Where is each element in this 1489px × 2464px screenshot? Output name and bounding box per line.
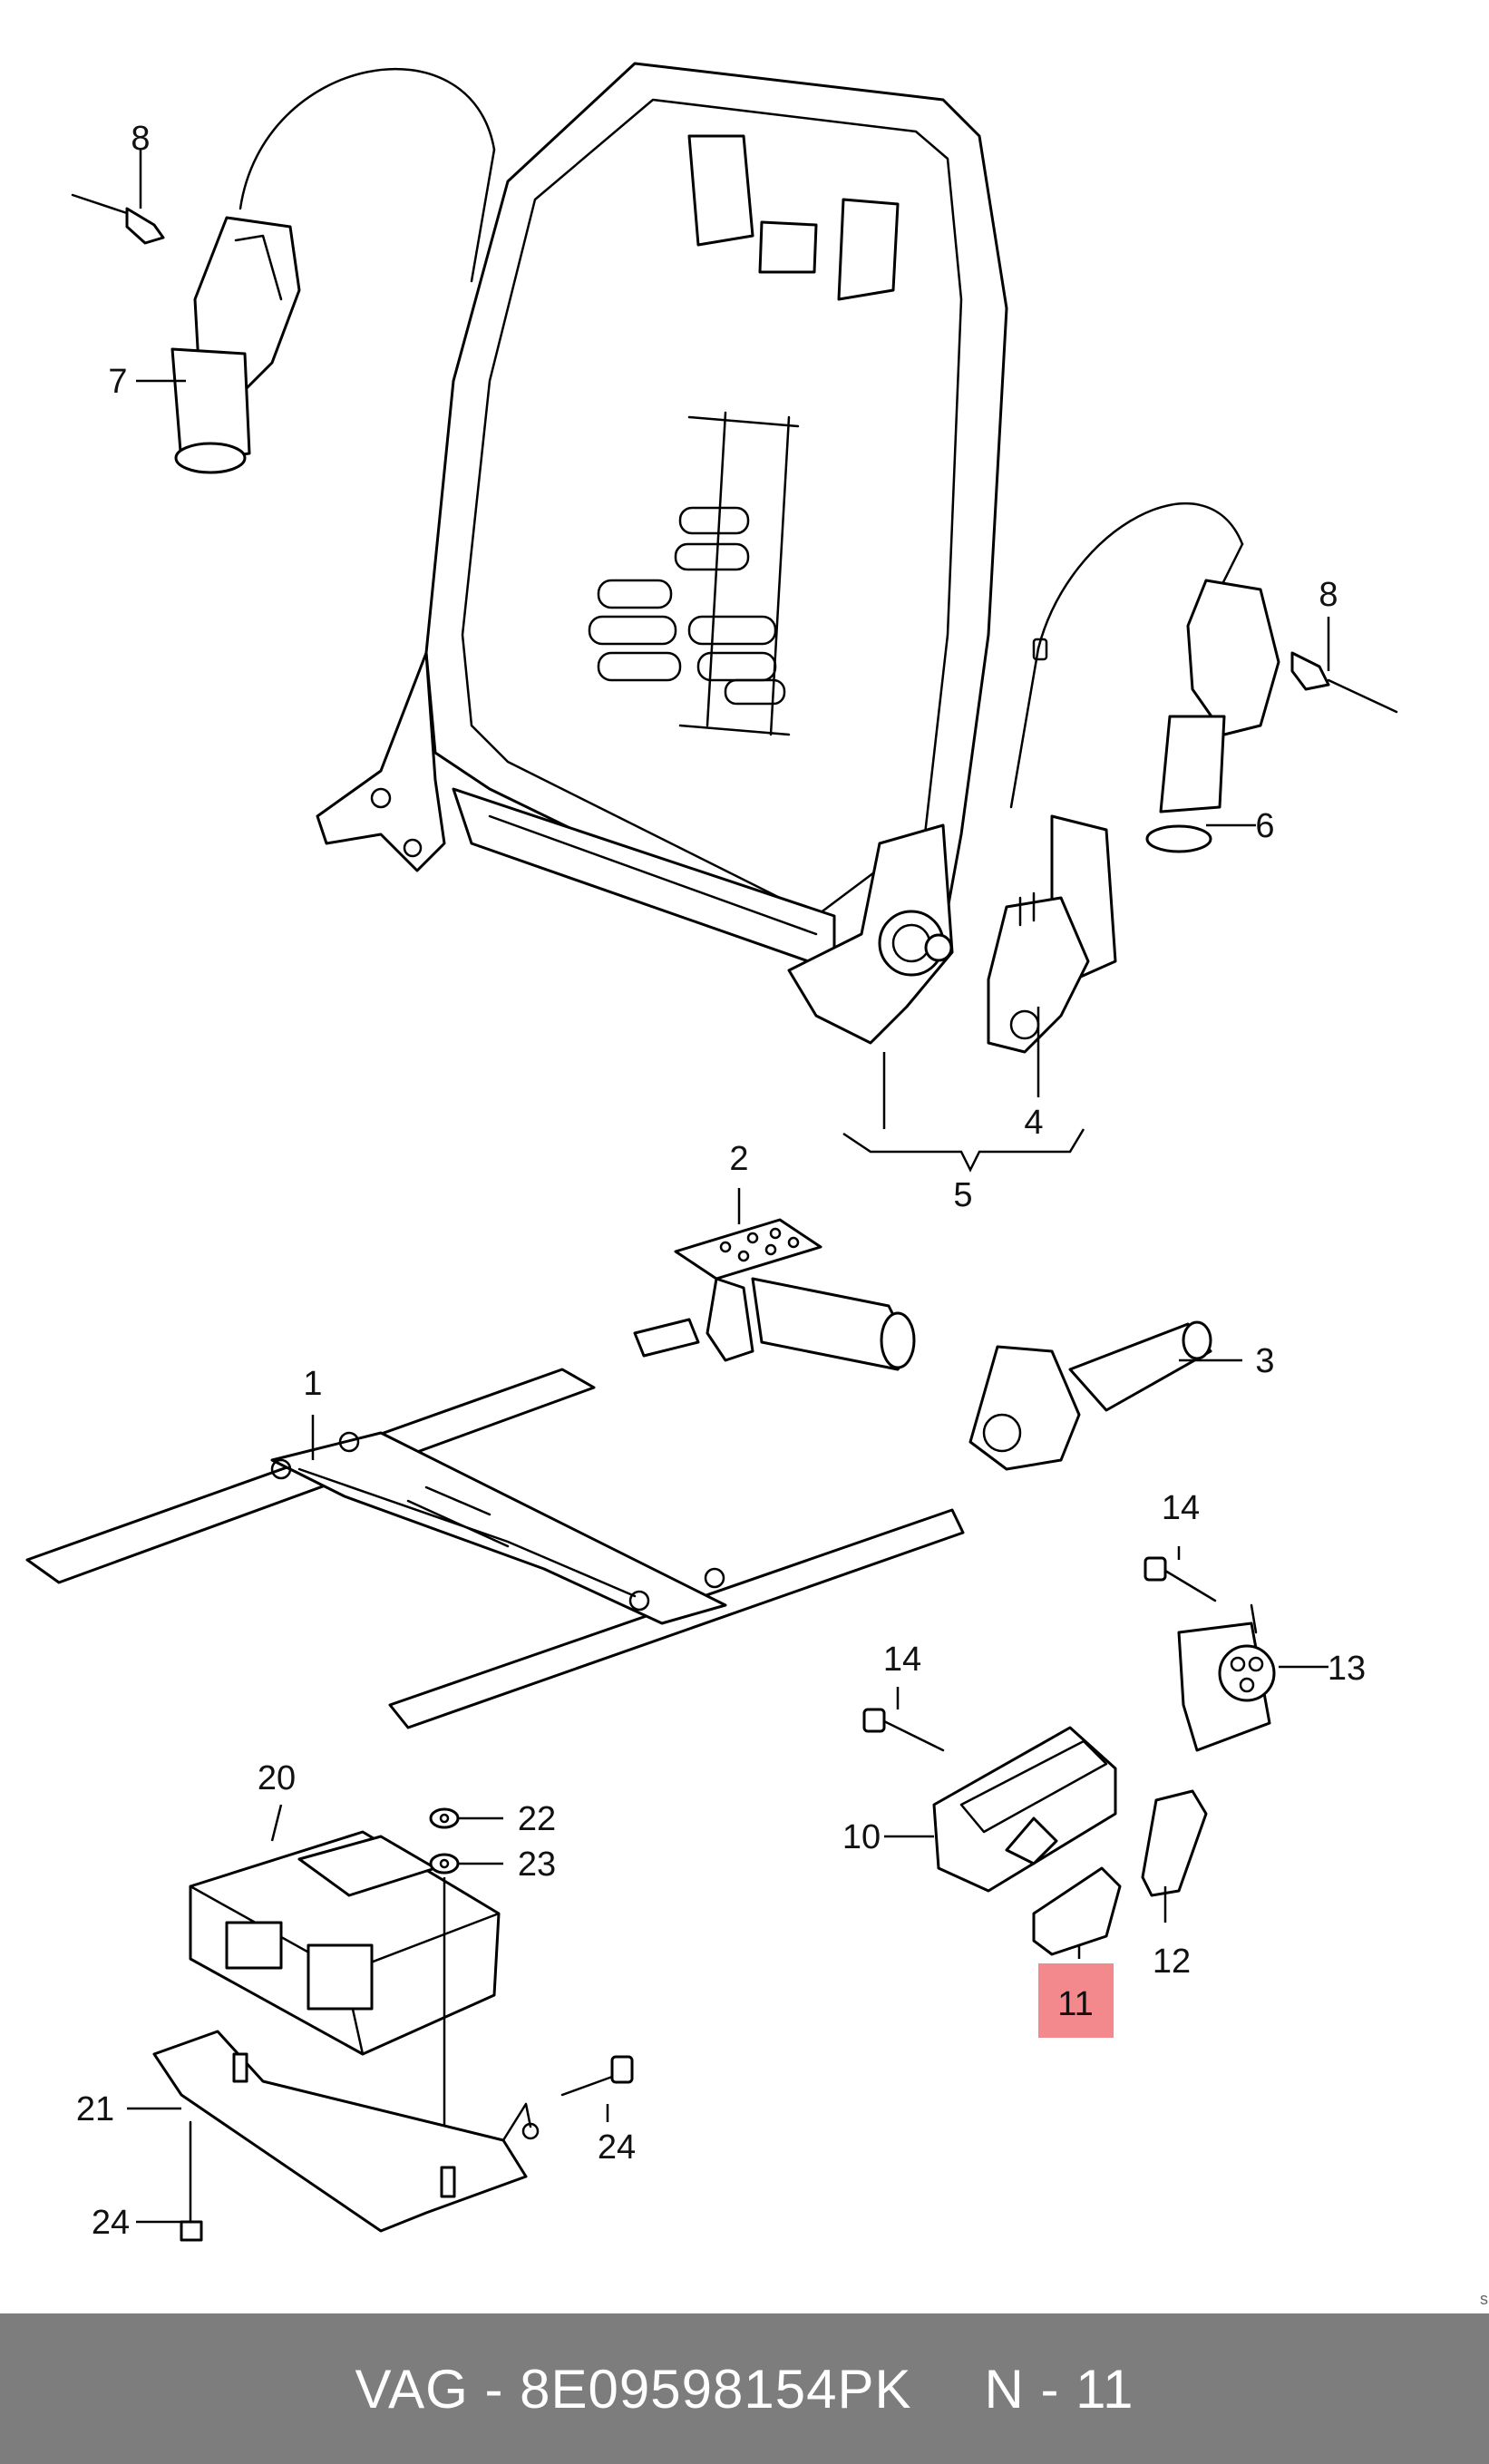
callout-14-mid: 14 bbox=[883, 1641, 921, 1679]
callout-11: 11 bbox=[1057, 1985, 1093, 2023]
callout-14-top: 14 bbox=[1162, 1489, 1200, 1527]
edge-mark: s bbox=[1480, 2290, 1488, 2308]
switch-housing-part-10 bbox=[932, 1726, 1117, 1893]
nut-part-22 bbox=[429, 1807, 460, 1829]
callout-12: 12 bbox=[1153, 1943, 1191, 1981]
seat-rails-part-1 bbox=[25, 1368, 965, 1729]
callout-22: 22 bbox=[518, 1800, 556, 1838]
footer-position-label: N - 11 bbox=[984, 2358, 1134, 2420]
callout-3: 3 bbox=[1255, 1342, 1274, 1380]
bolt-part-8-left bbox=[71, 193, 165, 245]
exploded-parts-diagram: 8 7 8 6 4 5 2 3 1 14 13 14 10 12 11 20 2… bbox=[25, 62, 1398, 2242]
screw-part-14-top bbox=[1144, 1556, 1217, 1602]
callout-6: 6 bbox=[1255, 807, 1274, 845]
motor-assembly-part-7 bbox=[170, 67, 496, 474]
callout-21: 21 bbox=[76, 2090, 114, 2128]
screw-part-24-left bbox=[180, 2120, 203, 2242]
footer-part-info: VAG - 8E09598154PK N - 11 bbox=[355, 2358, 1134, 2420]
footer-brand: VAG bbox=[355, 2358, 469, 2420]
knob-part-11 bbox=[1032, 1866, 1122, 1956]
footer-bar: VAG - 8E09598154PK N - 11 bbox=[0, 2313, 1489, 2464]
callout-20: 20 bbox=[258, 1759, 296, 1797]
callout-24-right: 24 bbox=[598, 2128, 636, 2167]
motor-part-3 bbox=[968, 1320, 1212, 1471]
callout-13: 13 bbox=[1328, 1650, 1366, 1688]
leader-lines bbox=[127, 150, 1330, 2224]
seat-back-frame bbox=[316, 62, 1008, 1045]
callout-1: 1 bbox=[303, 1365, 322, 1403]
callout-8-left: 8 bbox=[131, 120, 150, 158]
callout-5: 5 bbox=[953, 1176, 972, 1214]
callout-labels: 8 7 8 6 4 5 2 3 1 14 13 14 10 12 11 20 2… bbox=[76, 120, 1366, 2242]
knob-part-12 bbox=[1141, 1789, 1208, 1897]
callout-23: 23 bbox=[518, 1846, 556, 1884]
callout-4: 4 bbox=[1024, 1104, 1043, 1142]
bracket-part-21 bbox=[152, 2030, 540, 2233]
callout-24-left: 24 bbox=[92, 2204, 130, 2242]
bolt-part-8-right bbox=[1290, 651, 1398, 714]
screw-part-24-right bbox=[560, 2055, 634, 2097]
callout-2: 2 bbox=[729, 1140, 748, 1178]
motor-part-2 bbox=[633, 1218, 916, 1371]
screw-part-14-mid bbox=[862, 1708, 945, 1752]
callout-11-highlight bbox=[1038, 1963, 1114, 2038]
connector-part-13 bbox=[1177, 1603, 1276, 1752]
callout-7: 7 bbox=[108, 363, 127, 401]
motor-assembly-part-6 bbox=[1009, 502, 1280, 853]
control-unit-part-20 bbox=[189, 1830, 501, 2056]
callout-8-right: 8 bbox=[1319, 576, 1338, 614]
footer-separator: - bbox=[484, 2358, 504, 2420]
recline-motor-part-4 bbox=[987, 814, 1117, 1054]
callout-10: 10 bbox=[842, 1818, 881, 1856]
footer-part-number: 8E09598154PK bbox=[520, 2358, 912, 2420]
